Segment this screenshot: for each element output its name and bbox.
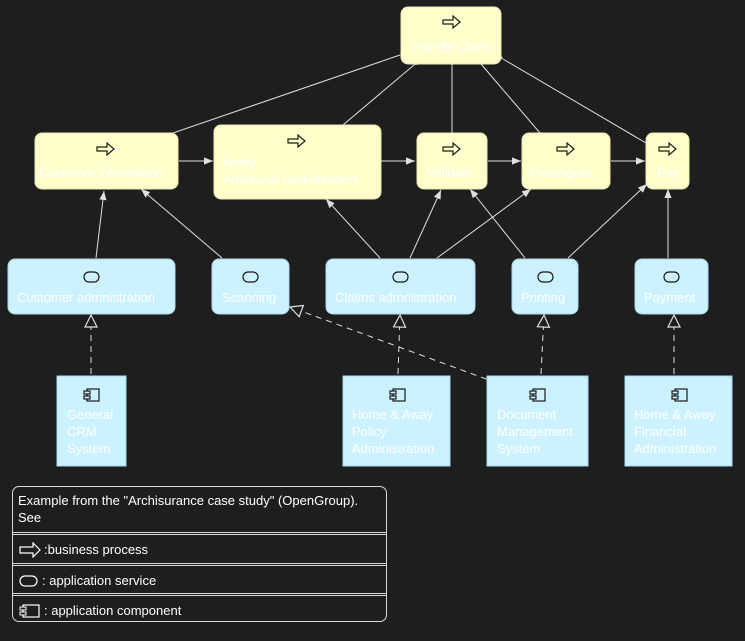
edge-handle-claim-to-investigate bbox=[476, 58, 541, 134]
service-pill-icon bbox=[242, 271, 259, 283]
node-notify-additional-stakeholders[interactable] bbox=[213, 124, 382, 200]
edge-printing-to-validate bbox=[469, 188, 526, 259]
legend-row-business-process: :business process bbox=[13, 535, 386, 564]
node-validate[interactable] bbox=[416, 132, 488, 190]
edge-document-management-to-printing bbox=[541, 315, 544, 375]
legend-box: Example from the "Archisurance case stud… bbox=[12, 486, 387, 622]
label-notify: Notify Additional Stakeholders bbox=[223, 155, 360, 187]
composition-edges bbox=[172, 51, 647, 144]
label-customer-administration: Customer admnistration bbox=[17, 290, 155, 305]
legend-application-component-label: : application component bbox=[44, 603, 182, 618]
node-claims-administration[interactable] bbox=[325, 258, 476, 315]
edge-claims-administration-to-validate bbox=[409, 189, 442, 259]
component-icon bbox=[19, 603, 40, 618]
legend-row-application-component: : application component bbox=[13, 596, 386, 625]
edge-claims-administration-to-notify bbox=[325, 198, 381, 259]
edge-policy-administration-to-claims-administration bbox=[398, 315, 400, 375]
label-payment: Payment bbox=[644, 290, 696, 305]
legend-intro: Example from the "Archisurance case stud… bbox=[18, 492, 358, 526]
edge-claims-administration-to-investigate bbox=[436, 188, 532, 259]
process-arrow-icon bbox=[96, 141, 115, 157]
node-handle-claim[interactable] bbox=[400, 6, 502, 65]
edge-handle-claim-to-pay bbox=[496, 54, 647, 144]
component-icon bbox=[83, 388, 100, 402]
label-validate: Validate bbox=[427, 165, 473, 180]
serving-edges bbox=[95, 183, 672, 259]
component-icon bbox=[389, 388, 406, 402]
node-pay[interactable] bbox=[645, 132, 690, 190]
legend-application-service-label: : application service bbox=[42, 573, 157, 588]
component-icon bbox=[671, 388, 688, 402]
node-icons bbox=[83, 14, 688, 402]
realization-edges bbox=[91, 307, 674, 384]
legend-row-application-service: : application service bbox=[13, 566, 386, 595]
label-home-away-policy-administration: Home & Away Policy Administration bbox=[352, 407, 437, 456]
node-printing[interactable] bbox=[511, 258, 579, 315]
label-printing: Printing bbox=[521, 290, 565, 305]
label-customer-information: Customer information bbox=[39, 165, 163, 180]
node-general-crm-system[interactable] bbox=[56, 375, 127, 467]
process-arrow-icon bbox=[658, 141, 677, 157]
label-pay: Pay bbox=[657, 165, 680, 180]
component-icon bbox=[529, 388, 546, 402]
edge-printing-to-pay bbox=[567, 183, 648, 259]
node-customer-administration[interactable] bbox=[7, 258, 176, 315]
label-general-crm-system: General CRM System bbox=[67, 407, 117, 456]
process-arrow-icon bbox=[556, 141, 575, 157]
service-pill-icon bbox=[19, 574, 38, 587]
label-scanning: Scanning bbox=[222, 290, 276, 305]
process-arrow-icon bbox=[442, 14, 461, 30]
edge-scanning-to-customer-information bbox=[140, 188, 223, 259]
label-investigate: Investigate bbox=[529, 165, 592, 180]
legend-divider bbox=[13, 532, 386, 535]
service-pill-icon bbox=[537, 271, 554, 283]
edge-handle-claim-to-notify bbox=[342, 60, 420, 126]
label-document-management-system: Document Management System bbox=[497, 407, 577, 456]
label-home-away-financial-administration: Home & Away Financial Administration bbox=[634, 407, 719, 456]
service-pill-icon bbox=[83, 271, 100, 283]
node-document-management-system[interactable] bbox=[486, 375, 589, 467]
edge-handle-claim-to-customer-information bbox=[172, 51, 408, 134]
label-claims-administration: Claims admnistration bbox=[335, 290, 456, 305]
service-pill-icon bbox=[663, 271, 680, 283]
process-arrow-icon bbox=[287, 133, 306, 149]
process-arrow-icon bbox=[19, 541, 41, 558]
legend-divider bbox=[13, 563, 386, 566]
legend-intro-line: See bbox=[18, 510, 42, 525]
node-customer-information[interactable] bbox=[34, 132, 179, 190]
service-pill-icon bbox=[392, 271, 409, 283]
node-labels: Handle Claim Customer information Notify… bbox=[17, 39, 719, 456]
edge-customer-administration-to-customer-information bbox=[95, 190, 107, 259]
node-investigate[interactable] bbox=[521, 132, 611, 190]
edge-document-management-to-scanning bbox=[290, 307, 498, 384]
legend-intro-line: Example from the "Archisurance case stud… bbox=[18, 493, 359, 508]
node-boxes bbox=[7, 6, 733, 467]
legend-divider bbox=[13, 593, 386, 596]
node-scanning[interactable] bbox=[211, 258, 290, 315]
legend-business-process-label: :business process bbox=[44, 542, 149, 557]
process-arrow-icon bbox=[442, 141, 461, 157]
label-handle-claim: Handle Claim bbox=[413, 39, 491, 54]
node-payment[interactable] bbox=[634, 258, 709, 315]
